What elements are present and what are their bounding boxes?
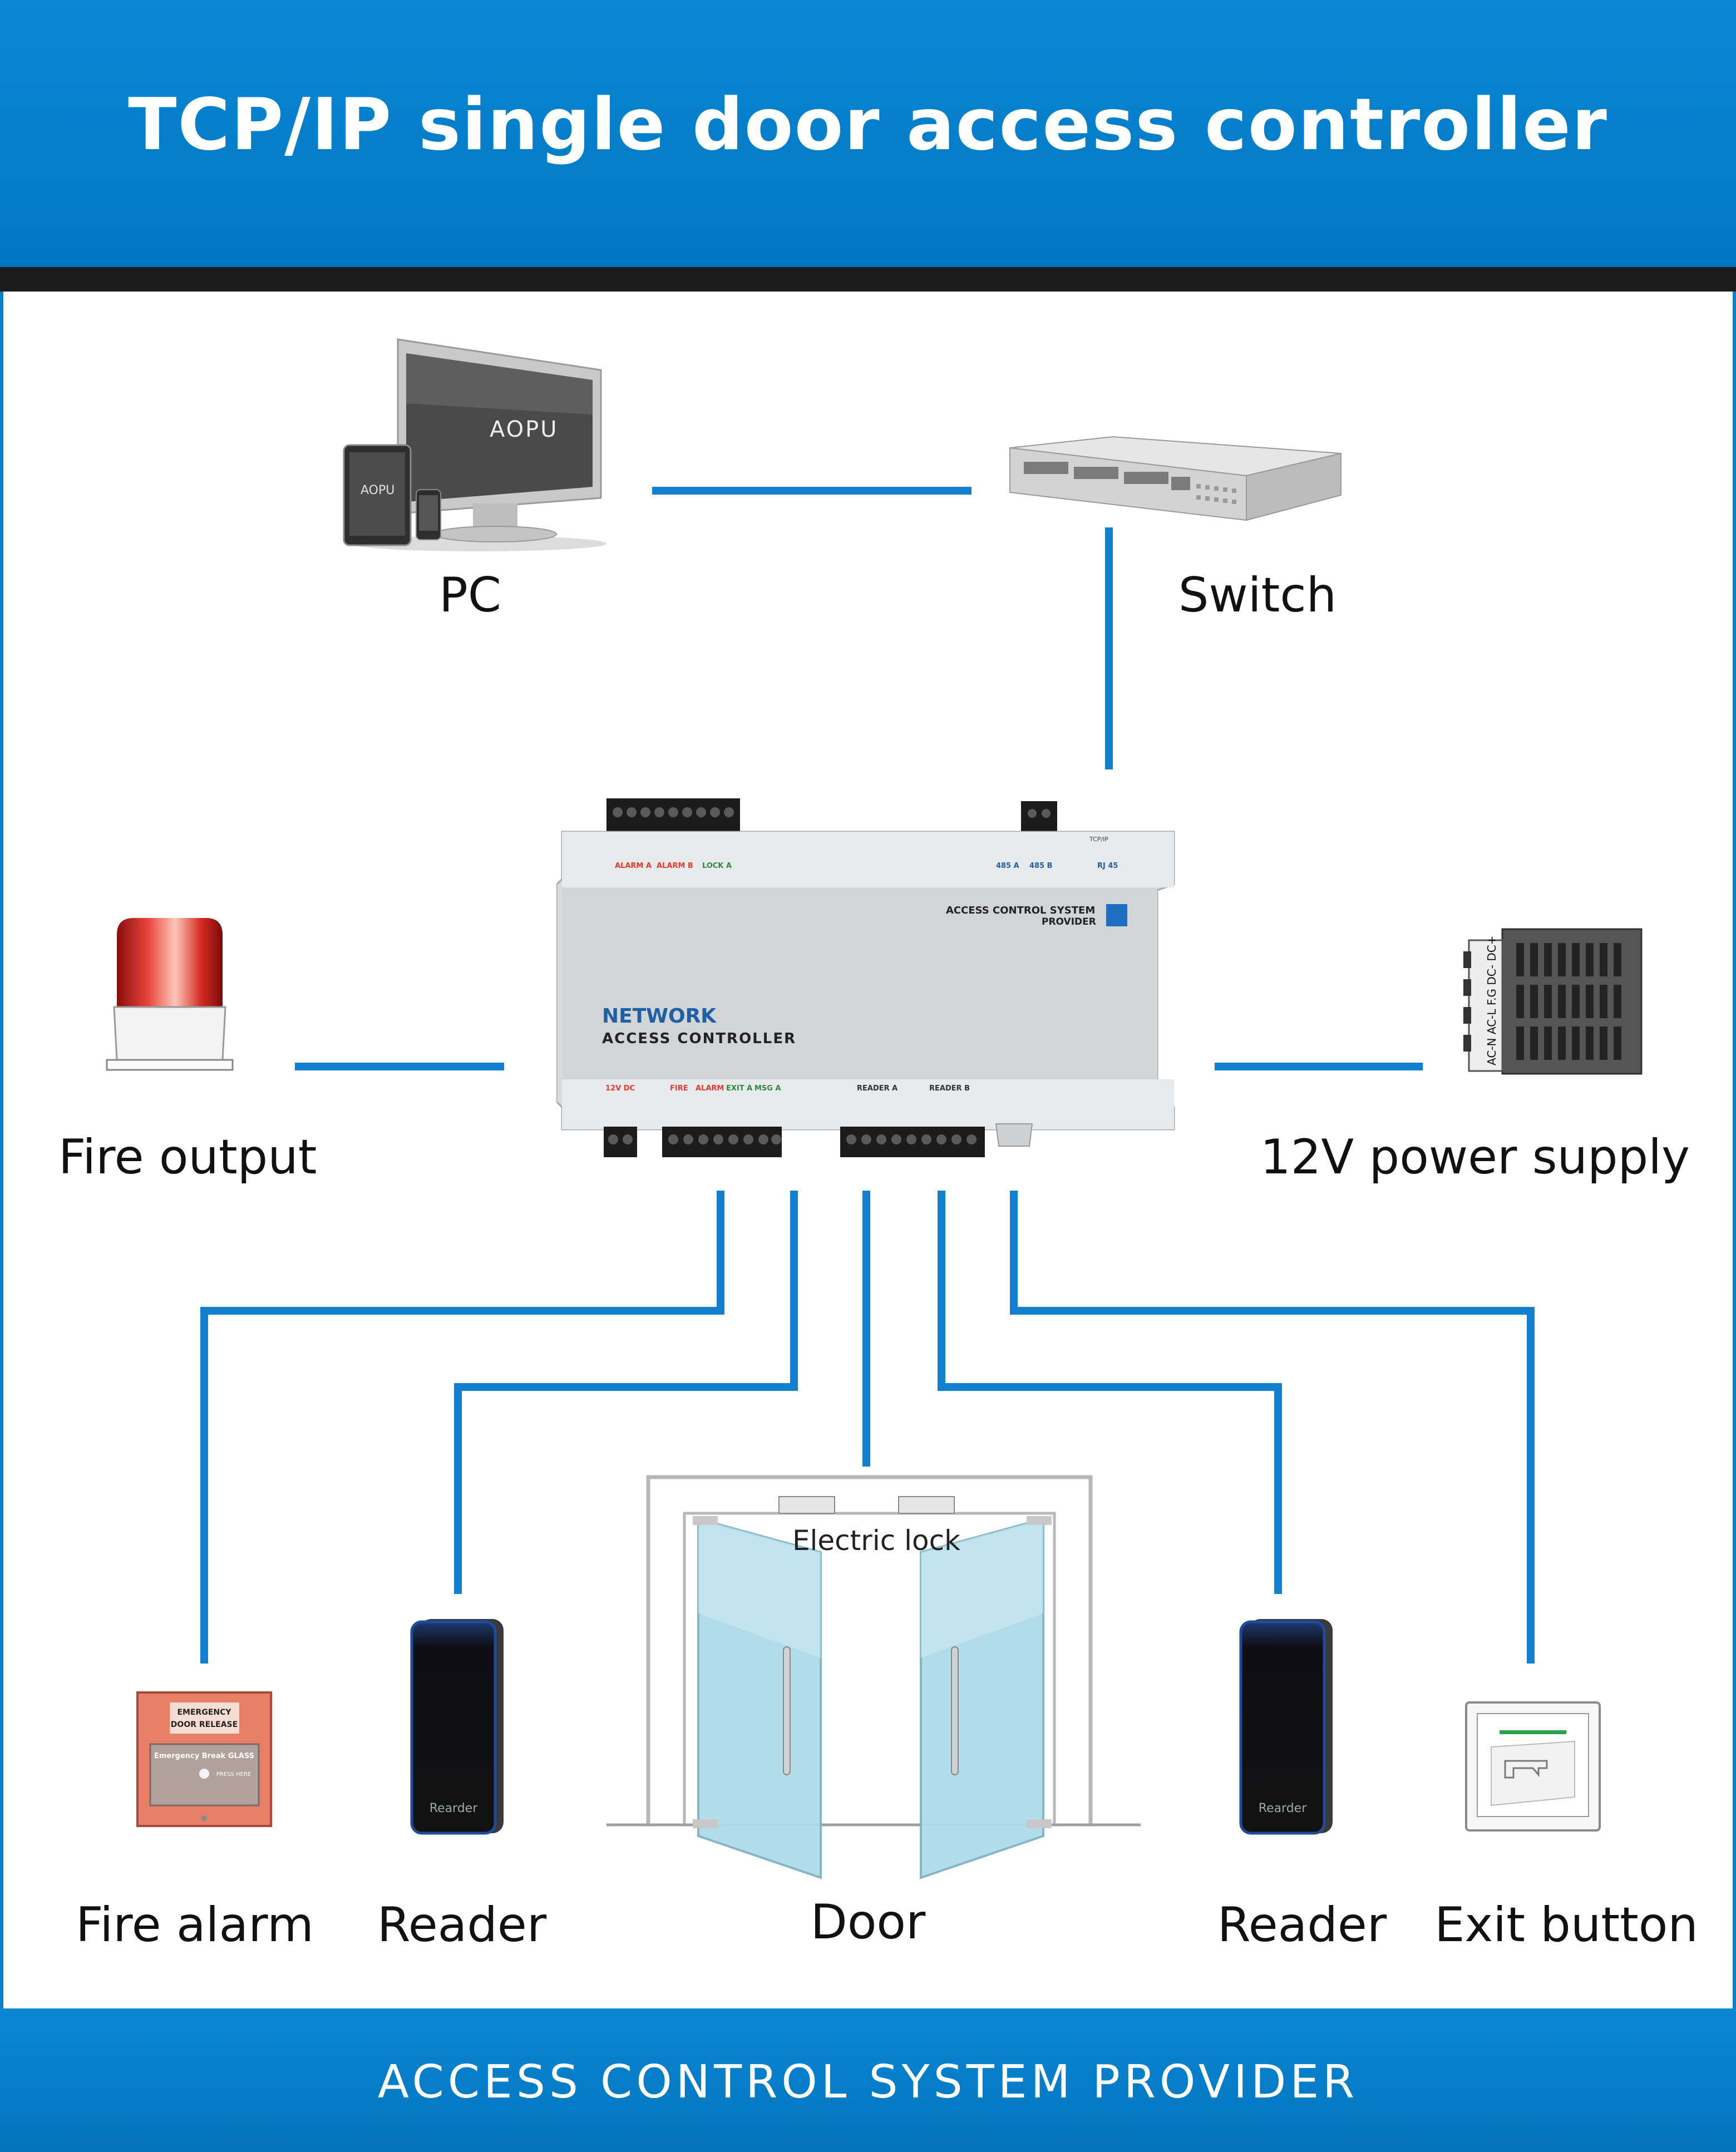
switch-label: Switch <box>1178 567 1337 623</box>
svg-text:NETWORK: NETWORK <box>602 1005 717 1028</box>
svg-text:PROVIDER: PROVIDER <box>1042 916 1096 927</box>
power-supply-label: 12V power supply <box>1260 1129 1690 1185</box>
exit-button-label: Exit button <box>1434 1897 1698 1953</box>
fire-alarm-icon: EMERGENCY DOOR RELEASE Emergency Break G… <box>136 1691 272 1827</box>
line-fire-alarm <box>200 1191 724 1664</box>
reader-left-icon: Rearder <box>410 1619 504 1835</box>
svg-text:READER B: READER B <box>929 1084 970 1093</box>
pc-icon: AOPU AOPU <box>343 338 606 551</box>
svg-text:ALARM A: ALARM A <box>615 862 652 870</box>
reader-right-label: Reader <box>1217 1897 1387 1953</box>
line-reader-right <box>938 1191 1282 1594</box>
access-controller-icon: ALARM A ALARM B LOCK A 485 A 485 B RJ 45… <box>556 798 1175 1157</box>
svg-text:485 B: 485 B <box>1029 862 1053 870</box>
electric-lock-label: Electric lock <box>792 1524 961 1557</box>
svg-text:FIRE: FIRE <box>670 1084 688 1093</box>
svg-text:MSG A: MSG A <box>754 1084 781 1093</box>
fire-alarm-label: Fire alarm <box>76 1897 314 1953</box>
right-border <box>1733 292 1736 2008</box>
svg-text:Rearder: Rearder <box>430 1801 478 1815</box>
door-icon <box>606 1475 1141 1879</box>
svg-text:LOCK A: LOCK A <box>702 862 732 870</box>
left-border <box>0 292 3 2008</box>
svg-text:AOPU: AOPU <box>490 417 559 442</box>
exit-button-icon <box>1465 1701 1601 1832</box>
svg-text:ALARM B: ALARM B <box>657 862 693 870</box>
footer-text: ACCESS CONTROL SYSTEM PROVIDER <box>377 2056 1359 2109</box>
footer-banner <box>0 2008 1736 2152</box>
switch-icon <box>1009 436 1342 521</box>
pc-label: PC <box>439 567 501 623</box>
svg-text:ACCESS CONTROLLER: ACCESS CONTROLLER <box>602 1030 796 1047</box>
reader-left-label: Reader <box>377 1897 547 1953</box>
header-divider <box>0 267 1736 292</box>
svg-text:12V DC: 12V DC <box>605 1084 635 1093</box>
svg-text:AC-N AC-L F.G DC- DC+: AC-N AC-L F.G DC- DC+ <box>1485 936 1498 1065</box>
door-label: Door <box>810 1894 926 1950</box>
page-title: TCP/IP single door access controller <box>128 83 1608 166</box>
svg-text:485 A: 485 A <box>996 862 1019 870</box>
svg-text:RJ 45: RJ 45 <box>1097 862 1118 870</box>
svg-text:READER A: READER A <box>857 1084 897 1093</box>
header-banner <box>0 0 1736 267</box>
line-exit-button <box>1010 1191 1535 1664</box>
svg-text:PRESS HERE: PRESS HERE <box>216 1771 251 1778</box>
power-supply-icon: AC-N AC-L F.G DC- DC+ <box>1463 928 1643 1075</box>
line-reader-left <box>454 1191 798 1594</box>
svg-text:ACCESS CONTROL SYSTEM: ACCESS CONTROL SYSTEM <box>946 905 1095 916</box>
svg-text:EXIT A: EXIT A <box>726 1084 752 1093</box>
svg-text:Emergency Break GLASS: Emergency Break GLASS <box>154 1752 254 1760</box>
svg-text:DOOR RELEASE: DOOR RELEASE <box>171 1720 238 1729</box>
fire-output-label: Fire output <box>58 1129 317 1185</box>
svg-text:Rearder: Rearder <box>1259 1801 1307 1815</box>
svg-text:TCP/IP: TCP/IP <box>1089 836 1108 843</box>
svg-text:EMERGENCY: EMERGENCY <box>177 1708 231 1717</box>
fire-beacon-icon <box>106 918 234 1071</box>
svg-text:ALARM: ALARM <box>696 1084 724 1093</box>
reader-right-icon: Rearder <box>1239 1619 1333 1835</box>
svg-text:AOPU: AOPU <box>361 483 394 497</box>
